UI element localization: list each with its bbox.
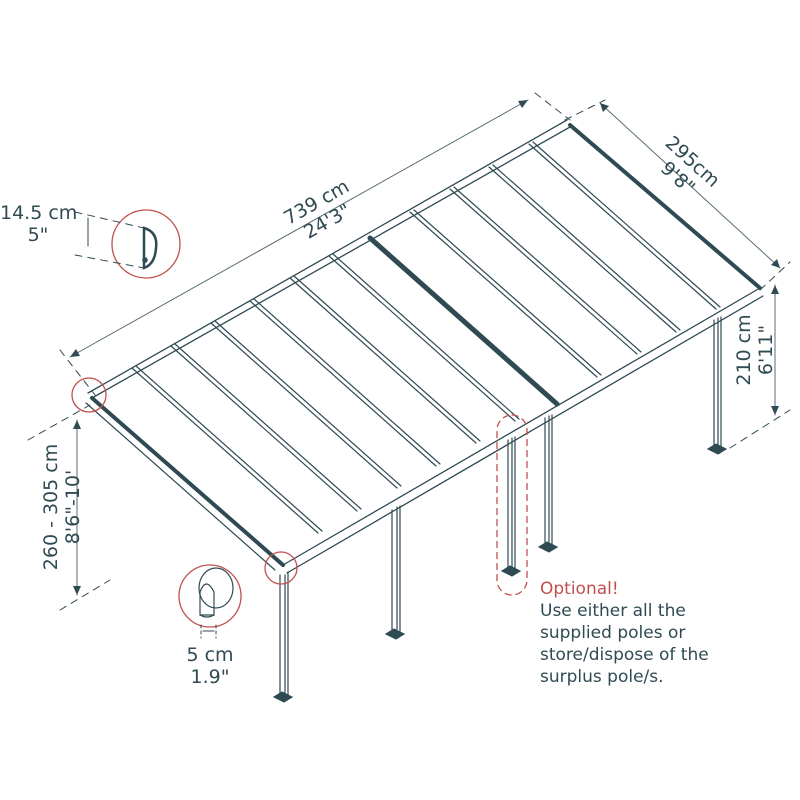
gutter-profile-icon xyxy=(74,211,158,270)
optional-note-line-3: store/dispose of the xyxy=(540,645,709,665)
post-width-imperial: 1.9" xyxy=(190,666,230,688)
front-height-imperial: 6'11" xyxy=(755,324,777,376)
post-connector-callout xyxy=(178,564,242,628)
optional-note-line-4: surplus pole/s. xyxy=(540,667,664,687)
wall-height-dimension-line xyxy=(27,404,111,611)
post-width-label: 5 cm 1.9" xyxy=(172,644,248,688)
gutter-profile-imperial: 5" xyxy=(27,224,49,246)
front-height-label: 210 cm 6'11" xyxy=(733,305,777,395)
optional-note-line-2: supplied poles or xyxy=(540,623,686,643)
front-height-dimension-line xyxy=(729,284,791,449)
length-dimension-line xyxy=(59,92,571,396)
wall-height-label: 260 - 305 cm 8'6"-10' xyxy=(40,437,84,577)
post-front-optional xyxy=(500,436,522,577)
gutter-profile-metric: 14.5 cm xyxy=(0,202,78,224)
wall-height-metric: 260 - 305 cm xyxy=(40,443,62,571)
post-front-right xyxy=(706,316,728,455)
wall-bracket-corner-callout xyxy=(71,377,107,413)
post-front-2 xyxy=(384,505,406,640)
optional-pole-highlight xyxy=(496,414,528,596)
optional-note: Optional! Use either all the supplied po… xyxy=(540,578,709,688)
gutter-profile-callout xyxy=(111,209,181,279)
post-corner-joint-callout xyxy=(264,551,298,585)
width-dimension-line xyxy=(564,99,791,291)
optional-note-title: Optional! xyxy=(540,579,619,599)
post-width-metric: 5 cm xyxy=(186,644,234,666)
post-front-4 xyxy=(537,414,559,553)
optional-note-line-1: Use either all the xyxy=(540,601,686,621)
wall-height-imperial: 8'6"-10' xyxy=(62,469,84,545)
gutter-profile-label: 14.5 cm 5" xyxy=(0,202,78,246)
post-front-left xyxy=(272,571,294,703)
front-height-metric: 210 cm xyxy=(733,314,755,386)
posts xyxy=(272,316,728,703)
roof-panel-ribs xyxy=(131,141,721,534)
post-connector-icon xyxy=(198,567,234,639)
roof-frame xyxy=(85,119,764,574)
